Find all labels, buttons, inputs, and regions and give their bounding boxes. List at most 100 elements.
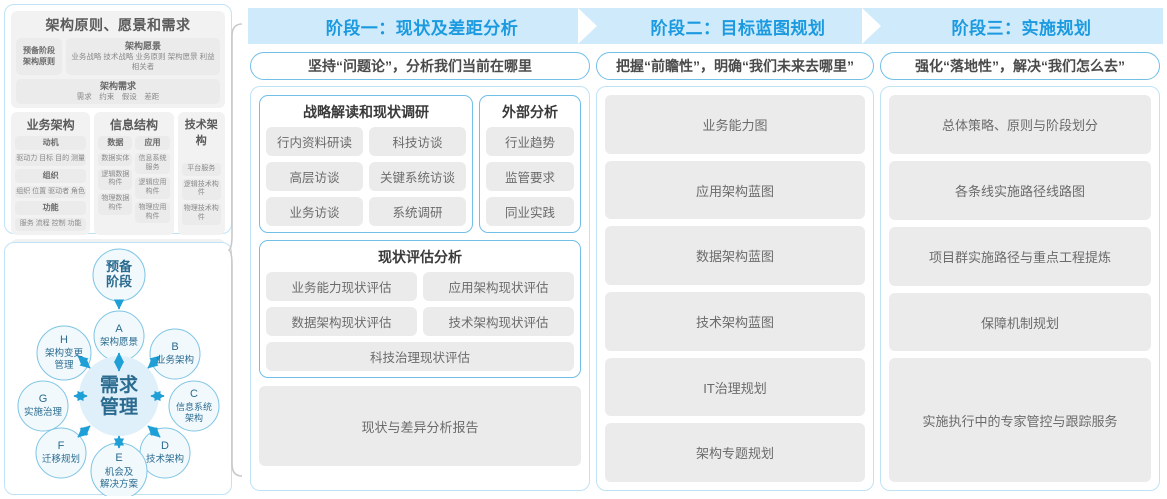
wheel-node-g-label: 实施治理	[24, 406, 63, 418]
phase-1-header: 阶段一：现状及差距分析	[248, 8, 596, 44]
preliminary-line1: 预备阶段	[23, 46, 55, 56]
phase-3-item-0[interactable]: 总体策略、原则与阶段划分	[889, 95, 1151, 154]
biz-block-2-items: 服务 流程 控制 功能	[15, 218, 87, 231]
phase-3-item-3[interactable]: 保障机制规划	[889, 292, 1151, 352]
wheel-node-c-label-0: 信息系统	[176, 401, 212, 412]
biz-block-0-items: 驱动力 目标 目的 测量	[15, 152, 87, 166]
wheel-node-c-label-1: 架构	[185, 412, 203, 423]
architecture-pillars-row: 业务架构 动机 驱动力 目标 目的 测量 组织 组织 位置 驱动者 角色 功能 …	[11, 111, 225, 235]
pillar-business-architecture: 业务架构 动机 驱动力 目标 目的 测量 组织 组织 位置 驱动者 角色 功能 …	[11, 111, 91, 235]
tech-item-1: 逻辑技术构件	[181, 178, 221, 200]
wheel-node-d-label: 技术架构	[146, 453, 184, 465]
phase-3-item-2[interactable]: 项目群实施路径与重点工程提炼	[889, 226, 1151, 286]
phase-3-item-4[interactable]: 实施执行中的专家管控与跟踪服务	[889, 358, 1151, 483]
phase-columns: 阶段一：现状及差距分析 阶段二：目标蓝图规划 阶段三：实施规划 坚持“问题论”，…	[248, 4, 1163, 495]
chip-assess-full[interactable]: 科技治理现状评估	[266, 342, 574, 371]
wheel-node-c-letter: C	[190, 388, 198, 400]
adm-cycle-panel: 预备 阶段 需求 管理 A 架构愿景 B 业务架构 C 信息系统 架构 D 技术…	[4, 242, 232, 496]
phase-3-subhead: 强化“落地性”，解决“我们怎么去”	[880, 52, 1160, 80]
info-data-item-0: 数据实体	[98, 152, 133, 166]
tech-item-2: 物理技术构件	[181, 203, 221, 225]
wheel-node-f-label: 迁移规划	[42, 453, 80, 465]
wheel-node-b-label: 业务架构	[156, 354, 194, 366]
chip-assess-0-1[interactable]: 应用架构现状评估	[423, 272, 574, 301]
phase-2-chevron-icon	[862, 8, 882, 44]
wheel-node-h-label-0: 架构变更	[45, 347, 84, 359]
wheel-node-h-label-1: 管理	[54, 359, 74, 371]
phase-2-header: 阶段二：目标蓝图规划	[596, 8, 880, 44]
pillar-information-structure: 信息结构 数据 数据实体 逻辑数据构件 物理数据构件 应用 信息系统服务 逻辑应…	[94, 111, 174, 235]
phase-2-item-1[interactable]: 应用架构蓝图	[605, 160, 865, 220]
info-data-item-1: 逻辑数据构件	[98, 168, 133, 190]
wheel-node-e-letter: E	[115, 452, 122, 464]
preliminary-line2: 架构原则	[23, 57, 55, 67]
chip-strategy-0-2[interactable]: 业务访谈	[266, 197, 363, 226]
current-state-assessment-title: 现状评估分析	[378, 249, 462, 265]
architecture-principles-group: 架构原则、愿景和需求 预备阶段 架构原则 架构愿景 业务战略 技术战略 业务原则…	[11, 11, 225, 108]
phase-2-subhead-text: 把握“前瞻性”，明确“我们未来去哪里”	[616, 58, 854, 74]
metamodel-section-title: 架构原则、愿景和需求	[45, 17, 191, 33]
phase-3-item-1[interactable]: 各条线实施路径线路图	[889, 160, 1151, 220]
chip-assess-1-0[interactable]: 数据架构现状评估	[266, 307, 417, 336]
phase-2-item-0[interactable]: 业务能力图	[605, 95, 865, 154]
strategy-research-col-1: 行内资料研读 高层访谈 业务访谈	[266, 127, 363, 226]
chip-strategy-1-0[interactable]: 科技访谈	[369, 127, 466, 156]
left-framework-column: 架构原则、愿景和需求 预备阶段 架构原则 架构愿景 业务战略 技术战略 业务原则…	[4, 4, 232, 496]
chip-strategy-1-2[interactable]: 系统调研	[369, 197, 466, 226]
info-column-application: 应用 信息系统服务 逻辑应用构件 物理应用构件	[135, 135, 170, 224]
wheel-node-f-letter: F	[58, 440, 65, 452]
architecture-requirements-items: 需求 约束 假设 差距	[76, 92, 160, 101]
phase-3-header: 阶段三：实施规划	[880, 8, 1163, 44]
chip-external-0[interactable]: 行业趋势	[486, 127, 574, 156]
phase-2-item-2[interactable]: 数据架构蓝图	[605, 226, 865, 286]
info-app-item-2: 物理应用构件	[135, 201, 170, 224]
phase-2-item-3[interactable]: 技术架构蓝图	[605, 292, 865, 351]
phase-2-subhead: 把握“前瞻性”，明确“我们未来去哪里”	[596, 52, 874, 80]
chip-strategy-0-0[interactable]: 行内资料研读	[266, 127, 363, 156]
phase-1-subhead-text: 坚持“问题论”，分析我们当前在哪里	[308, 58, 532, 74]
pillar-technology-architecture: 技术架构 平台服务 逻辑技术构件 物理技术构件	[177, 111, 225, 235]
chip-strategy-0-1[interactable]: 高层访谈	[266, 162, 363, 191]
phase-1-subhead: 坚持“问题论”，分析我们当前在哪里	[250, 52, 590, 80]
wheel-preliminary-line2: 阶段	[106, 274, 132, 289]
wheel-node-d-letter: D	[161, 440, 169, 452]
wheel-node-e-label-0: 机会及	[105, 466, 134, 478]
external-analysis-box: 外部分析 行业趋势 监管要求 同业实践	[479, 95, 581, 233]
architecture-vision-items: 业务战略 技术战略 业务原则 架构愿景 利益相关者	[71, 52, 215, 71]
pillar-information-title: 信息结构	[109, 117, 158, 132]
pillar-technology-title: 技术架构	[184, 118, 218, 147]
phase-2-item-4[interactable]: IT治理规划	[605, 357, 865, 417]
architecture-requirements-box: 架构需求 需求 约束 假设 差距	[16, 78, 220, 104]
architecture-requirements-title: 架构需求	[99, 80, 136, 91]
chip-strategy-1-1[interactable]: 关键系统访谈	[369, 162, 466, 191]
architecture-vision-title: 架构愿景	[124, 41, 161, 51]
current-state-assessment-box: 现状评估分析 业务能力现状评估 应用架构现状评估 数据架构现状评估 技术架构现状…	[259, 240, 581, 378]
info-app-item-0: 信息系统服务	[135, 152, 170, 175]
phase-1-report-card[interactable]: 现状与差异分析报告	[259, 386, 581, 466]
wheel-node-e-label-1: 解决方案	[100, 478, 139, 490]
phase-2-header-text: 阶段二：目标蓝图规划	[650, 18, 826, 38]
phase-1-header-text: 阶段一：现状及差距分析	[325, 18, 519, 38]
info-data-title: 数据	[98, 135, 133, 150]
strategy-research-col-2: 科技访谈 关键系统访谈 系统调研	[369, 127, 466, 226]
info-app-item-1: 逻辑应用构件	[135, 177, 170, 199]
biz-block-1-title: 组织	[15, 168, 87, 183]
brace-connector-icon	[228, 23, 243, 477]
external-analysis-title: 外部分析	[502, 104, 558, 120]
wheel-node-g-letter: G	[39, 393, 48, 405]
phase-2-item-5[interactable]: 架构专题规划	[605, 423, 865, 483]
preliminary-phase-box: 预备阶段 架构原则	[16, 38, 62, 75]
phase-1-chevron-icon	[578, 8, 598, 44]
chip-assess-0-0[interactable]: 业务能力现状评估	[266, 272, 417, 301]
chip-assess-1-1[interactable]: 技术架构现状评估	[423, 307, 574, 336]
wheel-preliminary-line1: 预备	[106, 259, 133, 274]
biz-block-0-title: 动机	[15, 135, 87, 150]
phase-2-body: 业务能力图 应用架构蓝图 数据架构蓝图 技术架构蓝图 IT治理规划 架构专题规划	[596, 86, 874, 491]
chip-external-1[interactable]: 监管要求	[486, 162, 574, 191]
wheel-center-line1: 需求	[100, 373, 139, 396]
chip-external-2[interactable]: 同业实践	[486, 197, 574, 226]
biz-block-2-title: 功能	[15, 201, 87, 216]
wheel-node-a-label: 架构愿景	[100, 336, 138, 348]
phase-3-chevron-icon	[1145, 8, 1165, 44]
wheel-node-a-letter: A	[115, 323, 123, 335]
